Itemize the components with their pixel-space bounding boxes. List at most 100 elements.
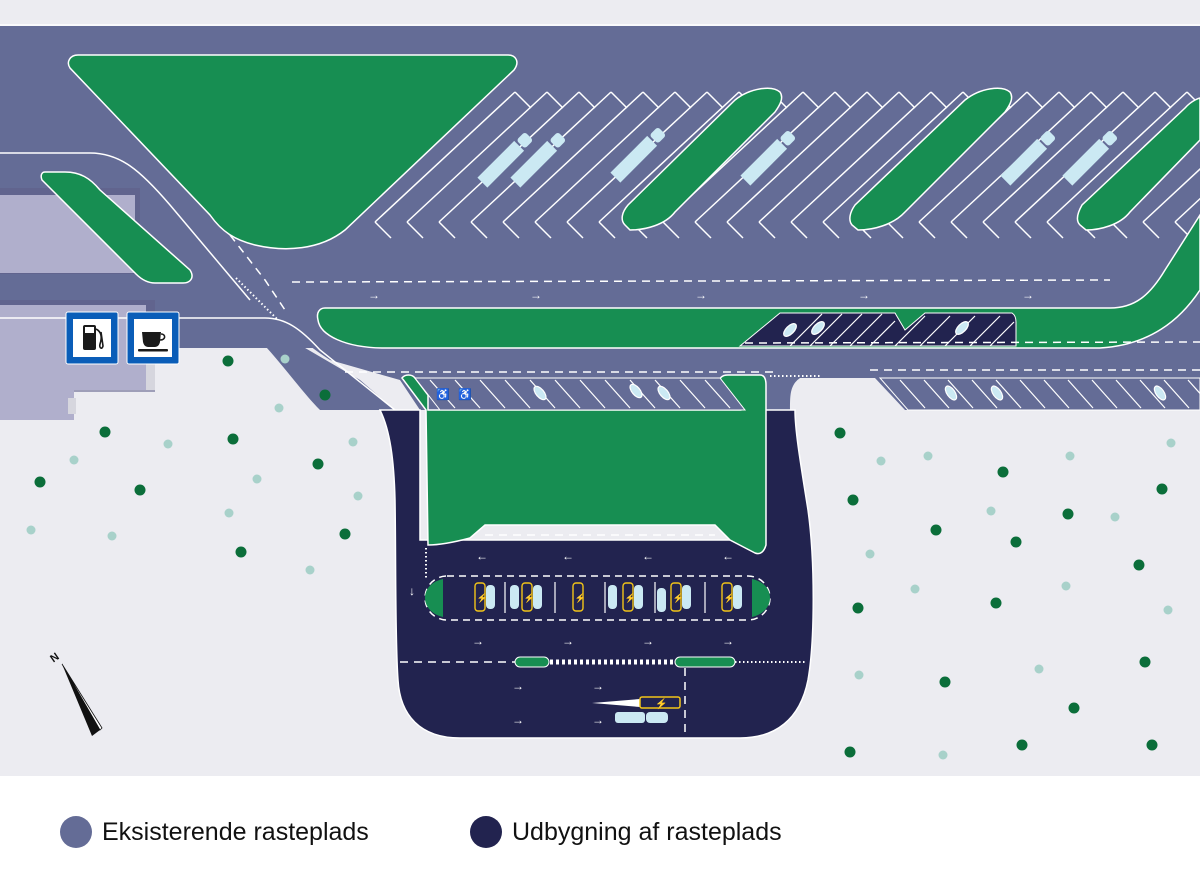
parking-stripe-end bbox=[1154, 91, 1172, 109]
tree-light bbox=[107, 531, 117, 541]
trees bbox=[26, 354, 1176, 760]
parking-stripe-end bbox=[674, 91, 692, 109]
arrow-right-icon: → bbox=[592, 713, 604, 727]
tree-dark bbox=[844, 746, 856, 758]
truck bbox=[1000, 130, 1056, 186]
parking-stripe bbox=[704, 379, 731, 409]
parking-stripe-end bbox=[1122, 91, 1140, 109]
tree-dark bbox=[1068, 702, 1080, 714]
road-edge-lines bbox=[0, 152, 396, 411]
new-car-parking-stripes bbox=[789, 313, 1015, 347]
parked-car bbox=[533, 585, 542, 609]
tree-dark bbox=[930, 524, 942, 536]
parking-stripe bbox=[1046, 91, 1188, 223]
truck bbox=[510, 132, 566, 188]
parking-stripe-end bbox=[662, 221, 680, 239]
ev-charger bbox=[474, 582, 486, 612]
green-island-triangle bbox=[67, 54, 518, 250]
green-island-diagonal bbox=[1076, 97, 1200, 231]
ev-charger bbox=[521, 582, 533, 612]
tree-light bbox=[280, 354, 290, 364]
charging-bays: ⚡⚡⚡⚡⚡⚡ bbox=[474, 582, 742, 613]
parking-stripe-end bbox=[374, 221, 392, 239]
parking-stripe-end bbox=[706, 91, 724, 109]
arrow-right-icon: → bbox=[1022, 288, 1034, 302]
parking-stripe bbox=[1091, 379, 1118, 409]
expansion-dotted bbox=[425, 548, 805, 663]
arrow-left-icon: ← bbox=[642, 549, 654, 563]
tree-dark bbox=[1010, 536, 1022, 548]
parking-stripe-end bbox=[546, 91, 564, 109]
parking-stripe-end bbox=[982, 221, 1000, 239]
parking-stripe-end bbox=[1014, 221, 1032, 239]
car-parking-lower-stripes bbox=[429, 379, 731, 409]
lightning-icon: ⚡ bbox=[655, 697, 667, 710]
parking-stripe bbox=[604, 379, 631, 409]
ev-charger bbox=[622, 582, 634, 612]
parking-stripe bbox=[790, 91, 932, 223]
legend: Eksisterende rasteplads Udbygning af ras… bbox=[0, 776, 1200, 886]
parking-stripe-end bbox=[918, 221, 936, 239]
parking-stripe bbox=[598, 91, 740, 223]
ev-charger bbox=[670, 582, 682, 612]
parking-stripe-end bbox=[898, 91, 916, 109]
parking-stripe-end bbox=[758, 221, 776, 239]
tree-dark bbox=[990, 597, 1002, 609]
truck-charging-chevrons bbox=[592, 699, 640, 707]
parking-stripe-end bbox=[598, 221, 616, 239]
parking-stripe bbox=[534, 91, 676, 223]
tree-light bbox=[865, 549, 875, 559]
parking-stripe bbox=[554, 379, 581, 409]
parked-car bbox=[990, 385, 1004, 401]
fuel-pump-icon bbox=[83, 325, 104, 350]
arrow-right-icon: → bbox=[858, 288, 870, 302]
parked-car bbox=[634, 585, 643, 609]
parked-car bbox=[510, 585, 519, 609]
tree-dark bbox=[1133, 559, 1145, 571]
truck-charger bbox=[639, 696, 681, 709]
arrow-right-icon: → bbox=[512, 679, 524, 693]
tree-light bbox=[26, 525, 36, 535]
tree-dark bbox=[227, 433, 239, 445]
green-island-diagonal bbox=[849, 87, 1013, 231]
parking-stripe bbox=[726, 91, 868, 223]
lightning-icon: ⚡ bbox=[724, 592, 735, 604]
parking-stripe-end bbox=[470, 221, 488, 239]
parking-stripe-end bbox=[502, 221, 520, 239]
arrow-left-icon: ← bbox=[562, 549, 574, 563]
parked-car bbox=[811, 321, 825, 335]
tree-dark bbox=[312, 458, 324, 470]
parking-stripe bbox=[822, 91, 964, 223]
legend-swatch-existing bbox=[60, 816, 92, 848]
truck-trailer bbox=[510, 140, 558, 188]
legend-label-expansion: Udbygning af rasteplads bbox=[512, 817, 782, 846]
truck-trailer bbox=[1062, 138, 1110, 186]
parking-stripe bbox=[923, 379, 950, 409]
lightning-icon: ⚡ bbox=[575, 592, 586, 604]
charging-truck bbox=[615, 712, 645, 723]
parking-stripe bbox=[947, 379, 974, 409]
parking-stripe bbox=[971, 379, 998, 409]
truck-cab bbox=[517, 132, 533, 148]
charging-island-green-right bbox=[752, 579, 770, 617]
tree-light bbox=[1061, 581, 1071, 591]
arrow-left-icon: ← bbox=[722, 549, 734, 563]
parking-stripe bbox=[454, 379, 481, 409]
charging-island-frame bbox=[424, 575, 771, 621]
truck bbox=[610, 127, 666, 183]
arrow-right-icon: → bbox=[695, 288, 707, 302]
parked-car bbox=[733, 585, 742, 609]
parking-stripe bbox=[1067, 379, 1094, 409]
tree-dark bbox=[939, 676, 951, 688]
arrow-right-icon: → bbox=[472, 634, 484, 648]
tree-light bbox=[1065, 451, 1075, 461]
tree-dark bbox=[99, 426, 111, 438]
parking-stripe-end bbox=[1046, 221, 1064, 239]
truck bbox=[477, 132, 533, 188]
arrow-right-icon: → bbox=[592, 679, 604, 693]
lightning-icon: ⚡ bbox=[673, 592, 684, 604]
parking-stripe bbox=[982, 91, 1124, 223]
truck-trailer bbox=[740, 138, 788, 186]
tree-dark bbox=[834, 427, 846, 439]
tree-light bbox=[252, 474, 262, 484]
